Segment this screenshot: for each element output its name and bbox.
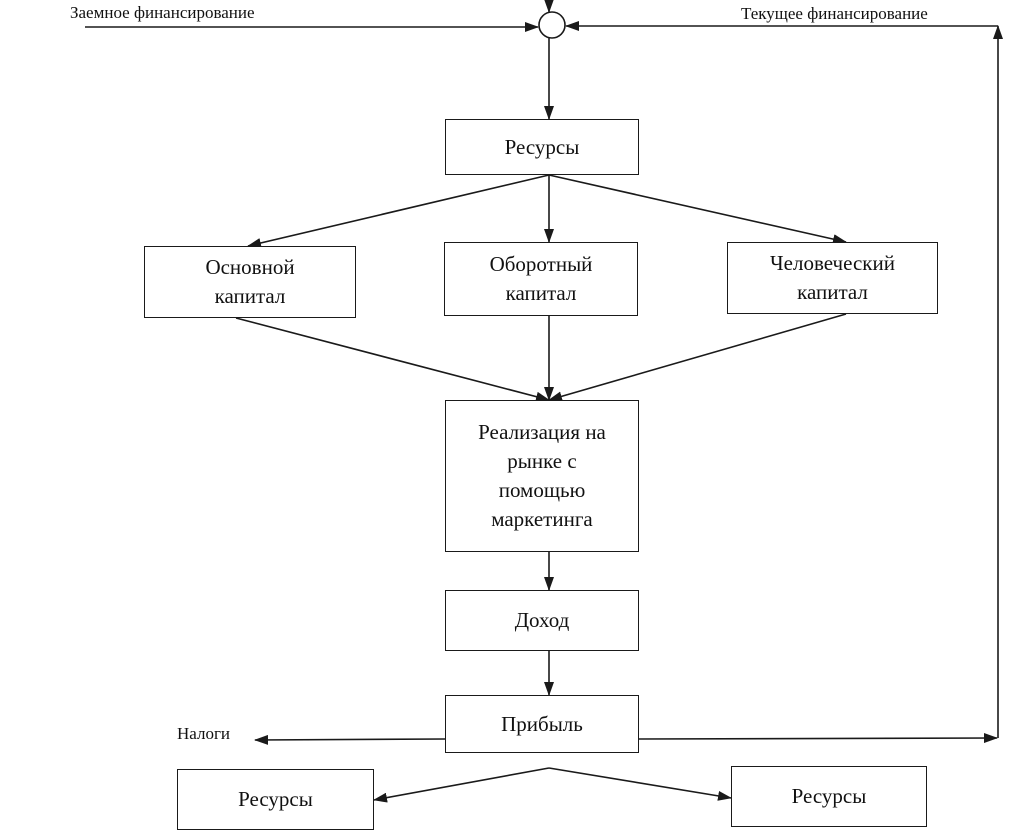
working-capital-box: Оборотный капитал — [444, 242, 638, 316]
human-capital-box: Человеческий капитал — [727, 242, 938, 314]
profit-box: Прибыль — [445, 695, 639, 753]
working-capital-line-2: капитал — [505, 281, 577, 305]
resources-box-text: Ресурсы — [504, 134, 580, 159]
market-realization-box: Реализация на рынке с помощью маркетинга — [445, 400, 639, 552]
arrow-profit-to-taxes — [254, 734, 446, 745]
market-realization-line-3: помощью — [498, 478, 586, 502]
arrow-split-to-left-resources — [373, 767, 550, 803]
human-capital-line-2: капитал — [797, 280, 868, 304]
working-capital-line-1: Оборотный — [489, 252, 593, 276]
arrow-resources-to-human — [548, 174, 847, 245]
market-realization-line-4: маркетинга — [491, 507, 593, 531]
resources-left-box: Ресурсы — [177, 769, 374, 830]
arrow-human-to-market — [548, 313, 847, 402]
resources-right-box: Ресурсы — [731, 766, 927, 827]
arrow-fixed-to-market — [235, 317, 550, 402]
resources-right-box-text: Ресурсы — [791, 784, 867, 808]
market-realization-line-2: рынке с — [507, 449, 577, 473]
arrow-profit-to-feedback — [638, 733, 998, 744]
resources-box: Ресурсы — [445, 119, 639, 175]
resources-left-box-text: Ресурсы — [238, 787, 313, 811]
summing-node — [538, 11, 566, 39]
arrow-resources-to-fixed — [247, 174, 550, 248]
market-realization-line-1: Реализация на — [478, 420, 606, 444]
income-box: Доход — [445, 590, 639, 651]
fixed-capital-line-2: капитал — [214, 284, 286, 308]
fixed-capital-line-1: Основной — [205, 255, 295, 279]
borrowed-financing-label: Заемное финансирование — [70, 3, 255, 22]
taxes-label: Налоги — [177, 724, 231, 743]
profit-box-text: Прибыль — [501, 711, 583, 736]
arrow-split-to-right-resources — [548, 767, 732, 801]
current-financing-label: Текущее финансирование — [741, 4, 928, 23]
income-box-text: Доход — [514, 608, 570, 632]
fixed-capital-box: Основной капитал — [144, 246, 356, 318]
human-capital-line-1: Человеческий — [770, 251, 895, 275]
